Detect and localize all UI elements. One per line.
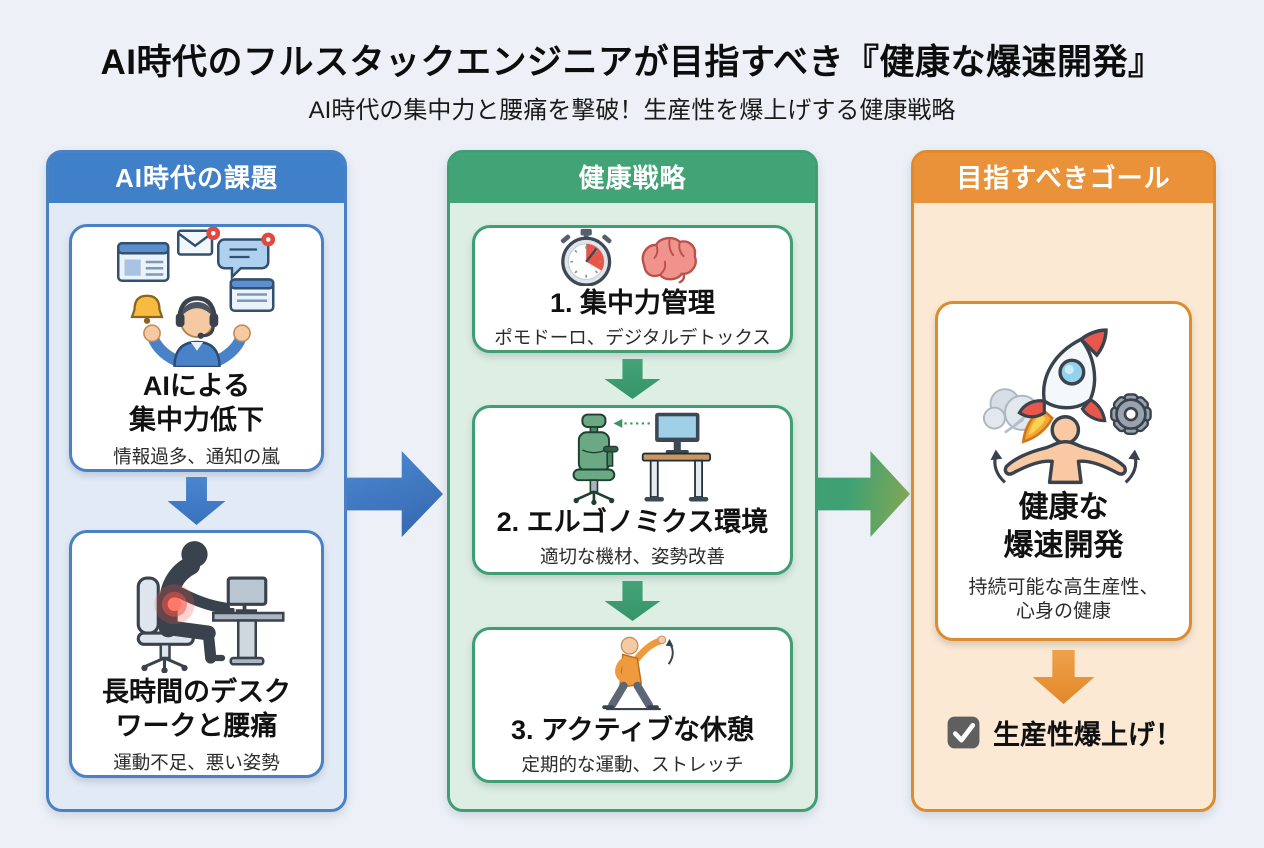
stretching-person-icon	[579, 633, 687, 713]
card-focus-management: 1. 集中力管理 ポモドーロ、デジタルデトックス	[472, 225, 793, 353]
right-arrow-strategies-to-goal-icon	[818, 451, 910, 537]
desk-back-pain-icon-svg	[136, 541, 284, 673]
card-healthy-rapid-dev: 健康な 爆速開発 持続可能な高生産性、 心身の健康	[935, 301, 1192, 641]
down-arrow-icon	[1032, 650, 1095, 704]
ergonomic-workspace-icon-svg	[572, 412, 711, 506]
down-arrow-icon	[604, 581, 661, 621]
card-title: 1. 集中力管理	[549, 288, 716, 319]
column-body-problems: AIによる 集中力低下 情報過多、通知の嵐	[49, 203, 344, 809]
card-subtitle: 適切な機材、姿勢改善	[539, 545, 725, 567]
overwhelmed-developer-icon	[111, 226, 283, 367]
checkbox-checked-icon	[947, 716, 980, 749]
stopwatch-brain-icon	[535, 228, 730, 287]
stretching-person-icon-svg	[601, 635, 674, 711]
desk-back-pain-icon	[102, 533, 292, 673]
page-title: AI時代のフルスタックエンジニアが目指すべき『健康な爆速開発』	[100, 43, 1164, 82]
column-header-problems: AI時代の課題	[49, 153, 344, 203]
page-subtitle: AI時代の集中力と腰痛を撃破！生産性を爆上げする健康戦略	[308, 97, 956, 124]
card-subtitle: 情報過多、通知の嵐	[113, 446, 280, 468]
down-arrow-icon	[167, 477, 226, 525]
column-header-goal: 目指すべきゴール	[914, 153, 1213, 203]
column-header-strategies: 健康戦略	[450, 153, 815, 203]
rocket-person-gear-icon-svg	[982, 328, 1152, 485]
card-desk-back-pain: 長時間のデスク ワークと腰痛 運動不足、悪い姿勢	[69, 530, 324, 778]
stopwatch-brain-icon-svg	[560, 229, 697, 287]
card-title: 長時間のデスク ワークと腰痛	[102, 676, 291, 742]
column-problems: AI時代の課題	[46, 150, 347, 812]
card-active-breaks: 3. アクティブな休憩 定期的な運動、ストレッチ	[472, 627, 793, 783]
result-label: 生産性爆上げ！	[993, 720, 1182, 750]
result-row: 生産性爆上げ！	[945, 713, 1182, 752]
column-body-strategies: 1. 集中力管理 ポモドーロ、デジタルデトックス	[450, 203, 815, 809]
overwhelmed-developer-icon-svg	[116, 226, 275, 367]
card-ergonomics: 2. エルゴノミクス環境 適切な機材、姿勢改善	[472, 405, 793, 575]
column-strategies: 健康戦略	[447, 150, 818, 812]
card-ai-focus-loss: AIによる 集中力低下 情報過多、通知の嵐	[69, 224, 324, 472]
column-goal: 目指すべきゴール	[911, 150, 1216, 812]
right-arrow-problems-to-strategies-icon	[347, 451, 443, 537]
column-body-goal: 健康な 爆速開発 持続可能な高生産性、 心身の健康 生産性爆上げ！	[914, 203, 1213, 809]
card-subtitle: 定期的な運動、ストレッチ	[521, 753, 744, 775]
card-title: 2. エルゴノミクス環境	[496, 507, 769, 538]
ergonomic-workspace-icon	[525, 411, 740, 506]
card-subtitle: ポモドーロ、デジタルデトックス	[494, 326, 771, 348]
card-title: AIによる 集中力低下	[129, 370, 264, 436]
card-title: 3. アクティブな休憩	[510, 715, 755, 746]
card-subtitle: 運動不足、悪い姿勢	[113, 752, 280, 774]
card-subtitle: 持続可能な高生産性、 心身の健康	[968, 576, 1159, 623]
card-title: 健康な 爆速開発	[1003, 490, 1124, 563]
down-arrow-icon	[604, 359, 661, 399]
rocket-person-gear-icon	[964, 317, 1164, 485]
